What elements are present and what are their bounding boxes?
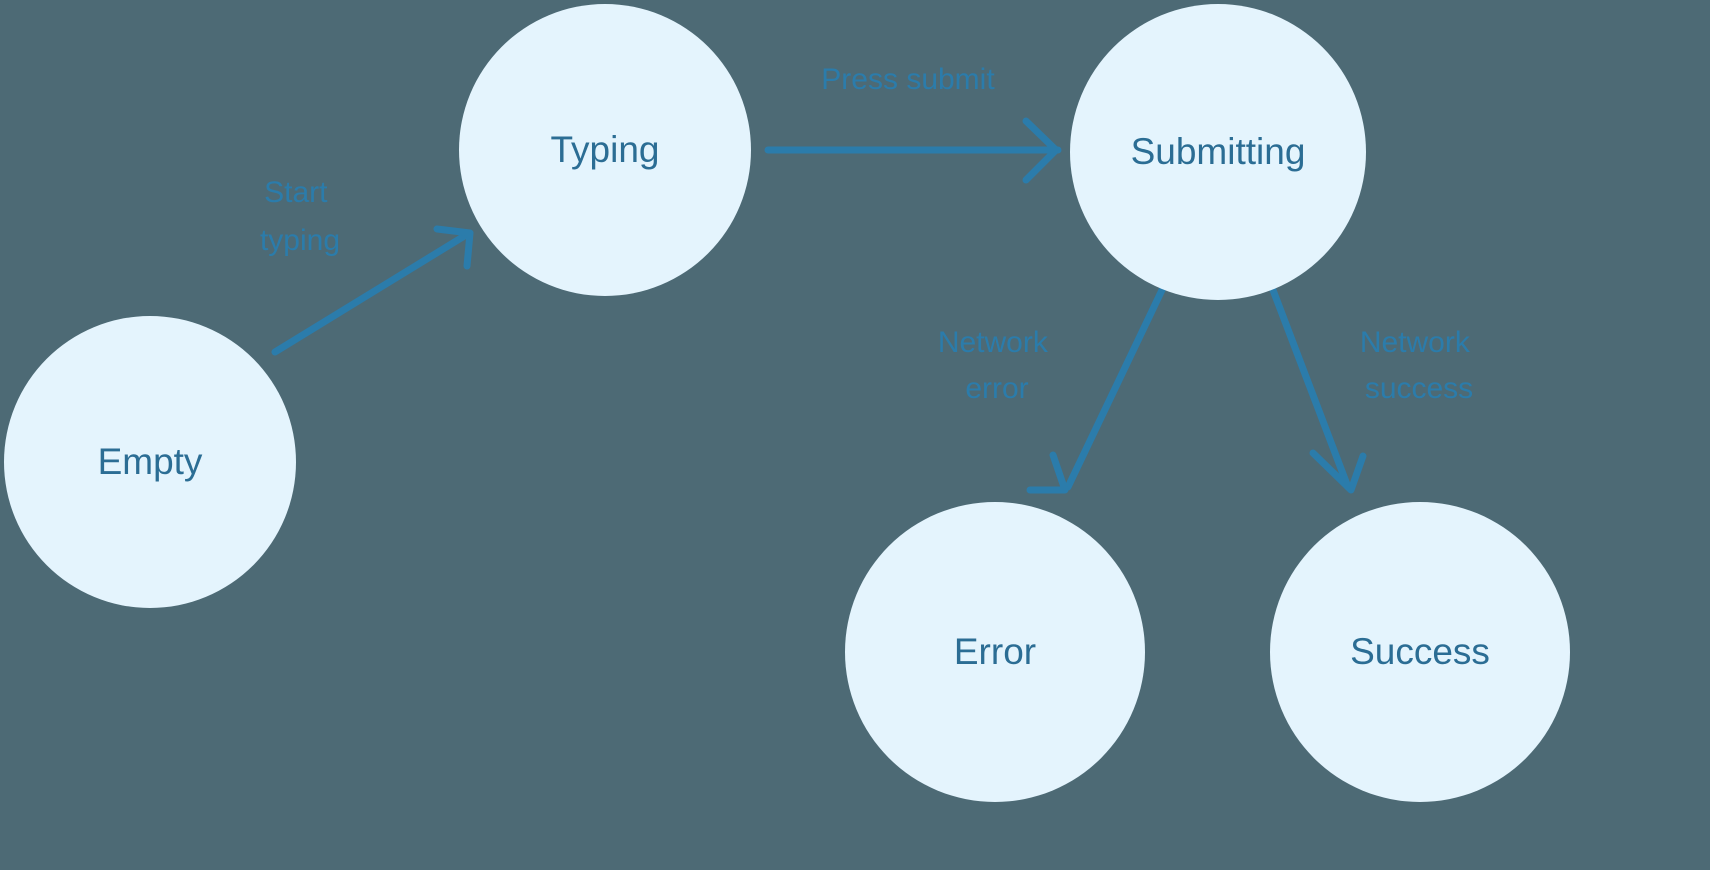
edge-empty-to-typing[interactable]: Start typing [260,176,474,356]
node-error[interactable]: Error [845,502,1145,802]
node-submitting-circle [1070,4,1366,300]
edge-submitting-to-success[interactable]: Network success [1269,286,1478,494]
node-error-circle [845,502,1145,802]
edge-submitting-to-success-arrowhead [1309,449,1367,494]
edge-submitting-to-error-line [1064,286,1166,491]
node-success-circle [1270,502,1570,802]
node-success[interactable]: Success [1270,502,1570,802]
edge-submitting-to-error-arrowhead [1026,451,1069,494]
edge-label-line: success [1365,372,1473,405]
edge-label-line: Network [1360,326,1471,359]
edge-submitting-to-error-label: Network error [938,326,1056,405]
edge-submitting-to-error[interactable]: Network error [938,286,1166,494]
node-submitting[interactable]: Submitting [1070,4,1366,300]
node-empty-circle [4,316,296,608]
edge-label-line: Start [264,176,328,209]
edge-typing-to-submitting[interactable]: Press submit [764,63,1062,184]
node-typing[interactable]: Typing [459,4,751,296]
node-empty[interactable]: Empty [4,316,296,608]
edge-empty-to-typing-arrowhead [433,225,474,270]
edge-label-line: Network [938,326,1049,359]
node-typing-label: Typing [550,129,659,170]
node-empty-label: Empty [98,441,203,482]
edge-typing-to-submitting-label: Press submit [821,63,995,96]
node-error-label: Error [954,631,1036,672]
edge-typing-to-submitting-arrowhead [1022,117,1060,184]
node-typing-circle [459,4,751,296]
edge-empty-to-typing-label: Start typing [260,176,340,257]
edge-submitting-to-success-label: Network success [1360,326,1478,405]
edge-label-line: error [965,372,1028,405]
edge-empty-to-typing-line [271,231,470,356]
node-success-label: Success [1350,631,1490,672]
node-submitting-label: Submitting [1131,131,1306,172]
edge-label-line: Press submit [821,63,995,96]
edge-label-line: typing [260,224,340,257]
edge-submitting-to-success-line [1269,286,1352,491]
